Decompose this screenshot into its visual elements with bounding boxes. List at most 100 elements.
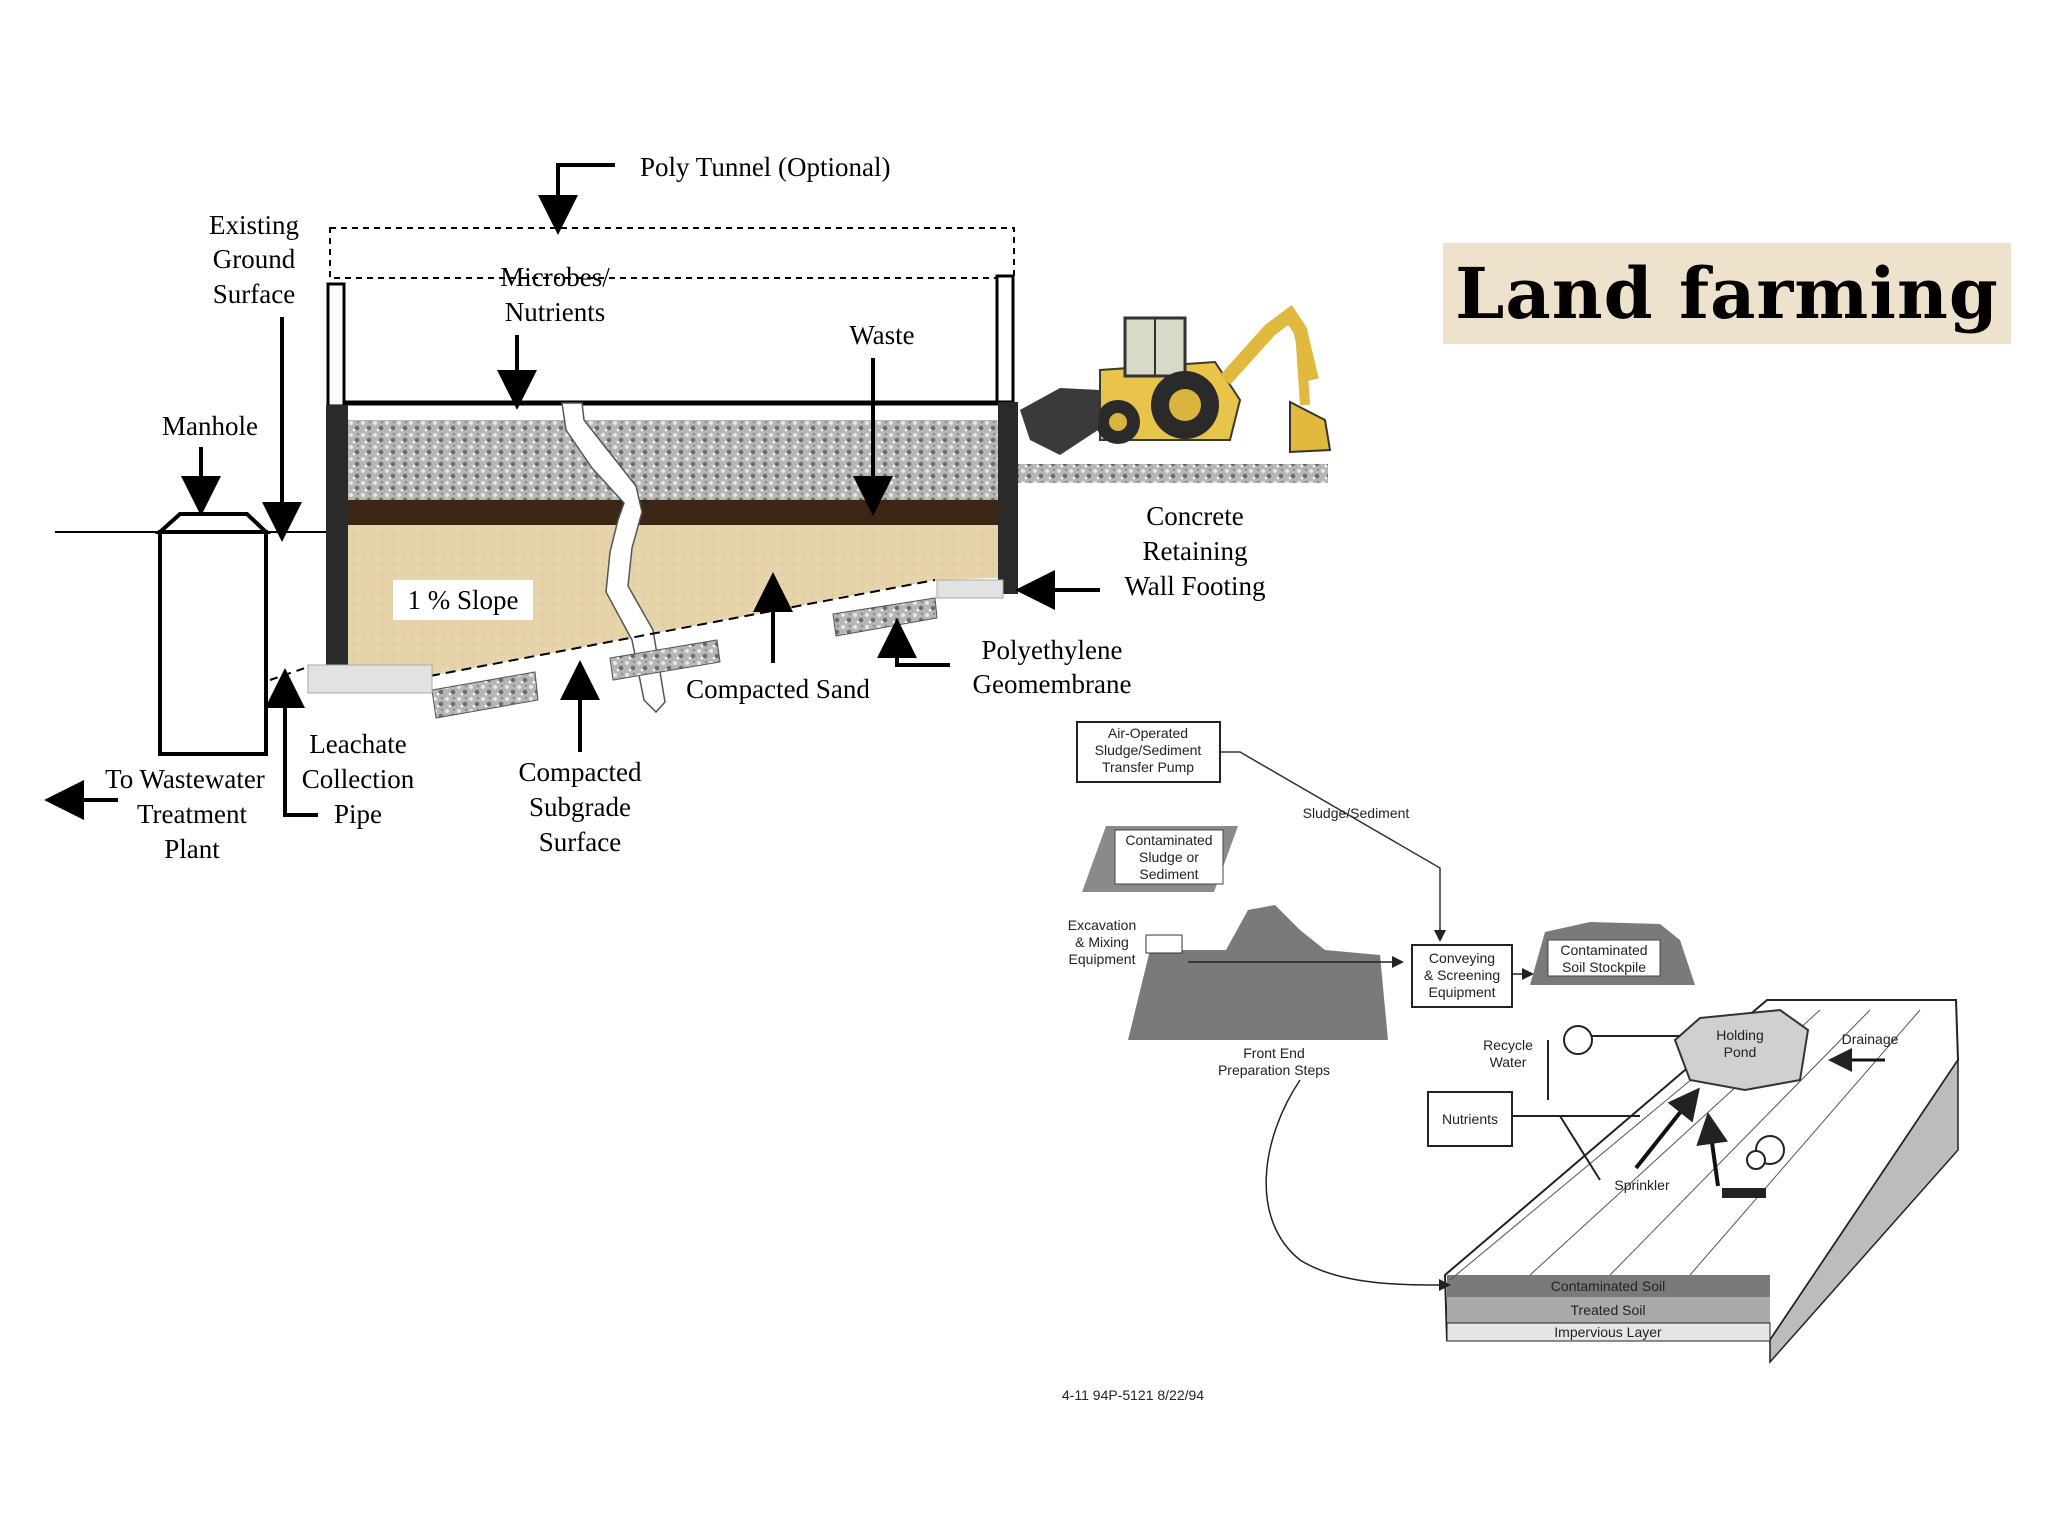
conveying-box (1411, 944, 1513, 1008)
excavation-label-3: Equipment (1069, 951, 1136, 967)
geomembrane-piece-1 (431, 671, 539, 719)
stockpile-label-2: Soil Stockpile (1562, 959, 1646, 975)
contaminated-soil-label: Contaminated Soil (1551, 1278, 1665, 1294)
holding-pond-label-1: Holding (1716, 1027, 1763, 1043)
leachate-label-1: Leachate (309, 729, 406, 759)
waste-label: Waste (849, 320, 914, 350)
leachate-arrow (265, 668, 318, 817)
poly-tunnel-arrow (538, 163, 615, 235)
field-side (1769, 1057, 1959, 1364)
slope-line (429, 579, 936, 677)
tunnel-post-right (995, 274, 1015, 404)
concrete-label-2: Retaining (1143, 536, 1248, 566)
compacted-sand-label: Compacted Sand (686, 674, 870, 704)
geomembrane-piece-2 (609, 639, 721, 681)
waste-layer (345, 420, 998, 500)
title-banner: Land farming (1443, 243, 2011, 344)
footer-code: 4-11 94P-5121 8/22/94 (1062, 1387, 1204, 1403)
return-curve (1265, 1079, 1451, 1291)
retaining-wall-left (326, 405, 348, 667)
subgrade-label-1: Compacted (519, 757, 642, 787)
slope-box (393, 580, 533, 620)
sludge-flow-line (1220, 751, 1446, 942)
tunnel-post-left (326, 282, 346, 408)
pump-label-3: Transfer Pump (1102, 759, 1194, 775)
tiller-icon (1722, 1135, 1785, 1198)
subgrade-label-2: Subgrade (529, 792, 631, 822)
polyethylene-label-1: Polyethylene (982, 635, 1123, 665)
slope-label: 1 % Slope (408, 585, 519, 615)
conveying-label-2: & Screening (1424, 967, 1500, 983)
contaminated-sludge-label-1: Contaminated (1125, 832, 1212, 848)
pump-label-2: Sludge/Sediment (1095, 742, 1202, 758)
excavation-label-1: Excavation (1068, 917, 1136, 933)
recycle-label-1: Recycle (1483, 1037, 1533, 1053)
conveying-label-3: Equipment (1429, 984, 1496, 1000)
excavation-label-2: & Mixing (1075, 934, 1129, 950)
front-end-label-1: Front End (1243, 1045, 1304, 1061)
subgrade-label-3: Surface (539, 827, 621, 857)
concrete-label-3: Wall Footing (1124, 571, 1265, 601)
compacted-sand-layer (345, 525, 998, 676)
sprinkler-label: Sprinkler (1614, 1177, 1670, 1193)
flow-arrow-2 (1696, 1112, 1729, 1187)
polyethylene-label-2: Geomembrane (973, 669, 1132, 699)
nutrients-box (1427, 1091, 1513, 1147)
contaminated-sludge-label-2: Sludge or (1139, 849, 1199, 865)
pipe-slope-line (269, 667, 306, 681)
manhole-shaft (158, 530, 268, 756)
existing-ground-label-2: Ground (213, 244, 296, 274)
holding-pond-label-2: Pond (1724, 1044, 1757, 1060)
sludge-box (1114, 829, 1224, 885)
impervious-label: Impervious Layer (1554, 1324, 1662, 1340)
ground-gravel-strip (1018, 464, 1328, 483)
microbes-label-2: Nutrients (505, 297, 606, 327)
recycle-label-2: Water (1490, 1054, 1527, 1070)
process-flow-diagram: Air-Operated Sludge/Sediment Transfer Pu… (1068, 721, 1960, 1364)
front-end-label-2: Preparation Steps (1218, 1062, 1330, 1078)
wastewater-label-3: Plant (164, 834, 220, 864)
sludge-sediment-label: Sludge/Sediment (1303, 805, 1410, 821)
excavator-icon (1145, 934, 1183, 954)
geomembrane-piece-3 (832, 597, 938, 637)
crack (561, 402, 666, 714)
excavation-area (1128, 905, 1388, 1040)
footing-right (936, 579, 1004, 599)
separation-band (345, 500, 998, 525)
slide-title: Land farming (1455, 252, 1999, 335)
concrete-label-1: Concrete (1146, 501, 1243, 531)
manhole-label: Manhole (162, 411, 258, 441)
retaining-wall-right (998, 402, 1018, 594)
drainage-label: Drainage (1842, 1031, 1899, 1047)
poly-tunnel-outline (329, 227, 1015, 279)
contaminated-soil-band (1447, 1275, 1770, 1297)
manhole-cap (154, 512, 272, 534)
recycle-pump-icon (1563, 1025, 1593, 1055)
existing-ground-label-3: Surface (213, 279, 295, 309)
wastewater-label-2: Treatment (137, 799, 247, 829)
flow-arrow-1 (1634, 1087, 1700, 1170)
impervious-band (1446, 1322, 1771, 1342)
treated-soil-label: Treated Soil (1571, 1302, 1646, 1318)
wastewater-label-1: To Wastewater (105, 764, 265, 794)
holding-pond (1673, 1008, 1810, 1092)
leachate-label-2: Collection (302, 764, 415, 794)
existing-ground-label-1: Existing (209, 210, 299, 240)
conveying-label-1: Conveying (1429, 950, 1495, 966)
stockpile-label-1: Contaminated (1560, 942, 1647, 958)
microbes-label-1: Microbes/ (500, 262, 610, 292)
poly-tunnel-label: Poly Tunnel (Optional) (640, 152, 891, 182)
leachate-label-3: Pipe (334, 799, 382, 829)
footing-left (307, 664, 433, 694)
sprinkler-pipe (1559, 1115, 1601, 1181)
contaminated-sludge-label-3: Sediment (1139, 866, 1198, 882)
backhoe-image (1020, 304, 1332, 455)
pump-label-1: Air-Operated (1108, 725, 1188, 741)
pump-box (1076, 721, 1221, 783)
top-white-layer (345, 405, 998, 420)
nutrients-label: Nutrients (1442, 1111, 1498, 1127)
treated-soil-band (1447, 1297, 1770, 1323)
stockpile-box (1547, 939, 1661, 977)
